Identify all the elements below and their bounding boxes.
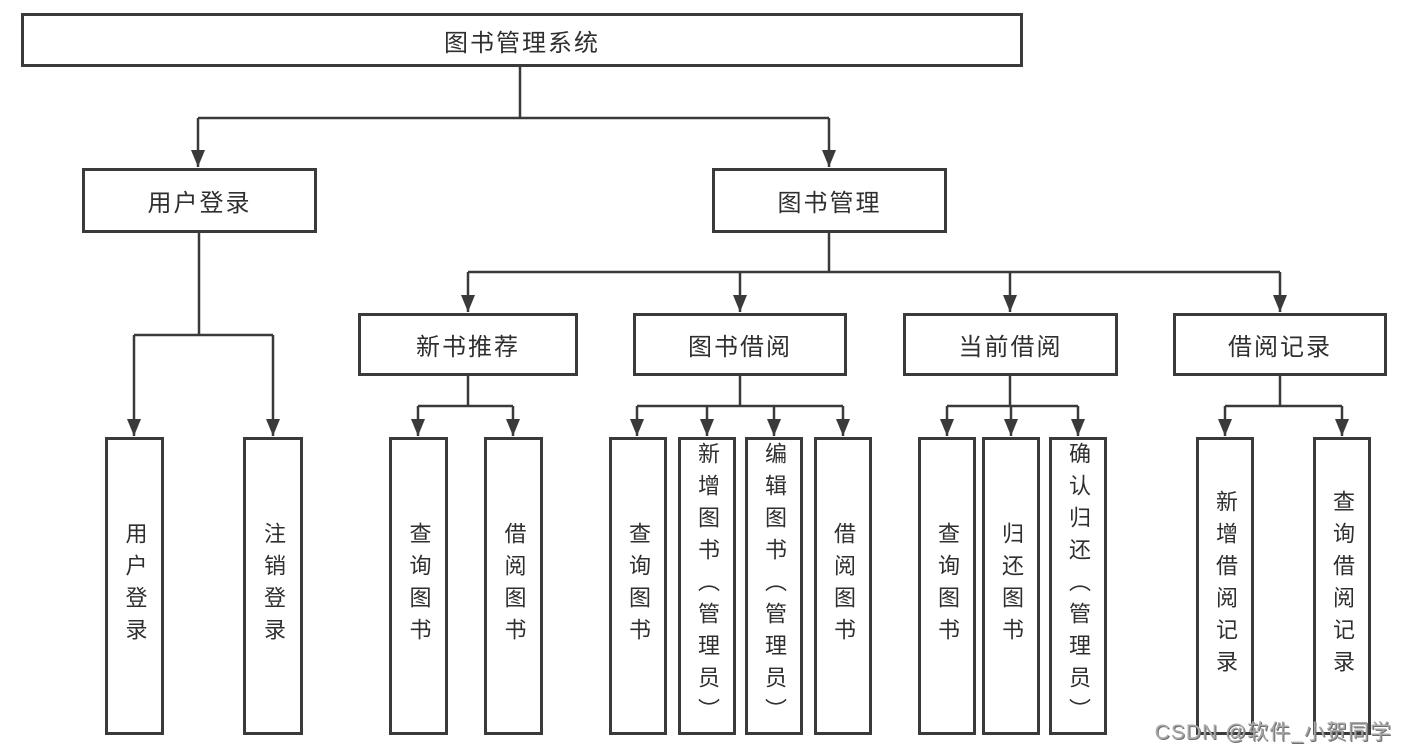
leaf-return-books-label: 归还图书 <box>999 522 1024 650</box>
leaf-current-query-books-label: 查询图书 <box>935 522 960 650</box>
node-new-book-recommend: 新书推荐 <box>358 313 578 376</box>
leaf-add-books-admin: 新增图书（管理员） <box>678 437 736 735</box>
leaf-newbook-borrow-books-label: 借阅图书 <box>501 522 527 650</box>
leaf-query-borrow-record: 查询借阅记录 <box>1313 437 1371 735</box>
node-user-login: 用户登录 <box>82 168 317 233</box>
leaf-current-query-books: 查询图书 <box>918 437 976 735</box>
csdn-watermark: CSDN @软件_小贺同学 <box>1154 721 1392 744</box>
leaf-borrow-query-books: 查询图书 <box>609 437 667 735</box>
leaf-edit-books-admin-label: 编辑图书（管理员） <box>762 442 787 730</box>
leaf-query-borrow-record-label: 查询借阅记录 <box>1330 490 1355 682</box>
node-book-management: 图书管理 <box>712 168 947 233</box>
node-borrowing-records: 借阅记录 <box>1173 313 1387 376</box>
node-book-borrowing: 图书借阅 <box>633 313 847 376</box>
leaf-borrow-books-label: 借阅图书 <box>831 522 856 650</box>
leaf-borrow-books: 借阅图书 <box>814 437 872 735</box>
leaf-user-login: 用户登录 <box>105 437 164 735</box>
leaf-return-books: 归还图书 <box>982 437 1040 735</box>
leaf-newbook-query-books: 查询图书 <box>389 437 448 735</box>
leaf-add-borrow-record: 新增借阅记录 <box>1196 437 1254 735</box>
leaf-add-books-admin-label: 新增图书（管理员） <box>695 442 720 730</box>
leaf-add-borrow-record-label: 新增借阅记录 <box>1213 490 1238 682</box>
node-root-system: 图书管理系统 <box>21 13 1023 67</box>
leaf-user-login-label: 用户登录 <box>122 522 148 650</box>
leaf-borrow-query-books-label: 查询图书 <box>626 522 651 650</box>
leaf-confirm-return-admin: 确认归还（管理员） <box>1049 437 1107 735</box>
leaf-newbook-borrow-books: 借阅图书 <box>484 437 543 735</box>
leaf-confirm-return-admin-label: 确认归还（管理员） <box>1066 442 1091 730</box>
node-current-borrowing: 当前借阅 <box>903 313 1118 376</box>
leaf-edit-books-admin: 编辑图书（管理员） <box>745 437 803 735</box>
leaf-logout-label: 注销登录 <box>261 522 286 650</box>
leaf-newbook-query-books-label: 查询图书 <box>406 522 432 650</box>
leaf-logout: 注销登录 <box>243 437 303 735</box>
